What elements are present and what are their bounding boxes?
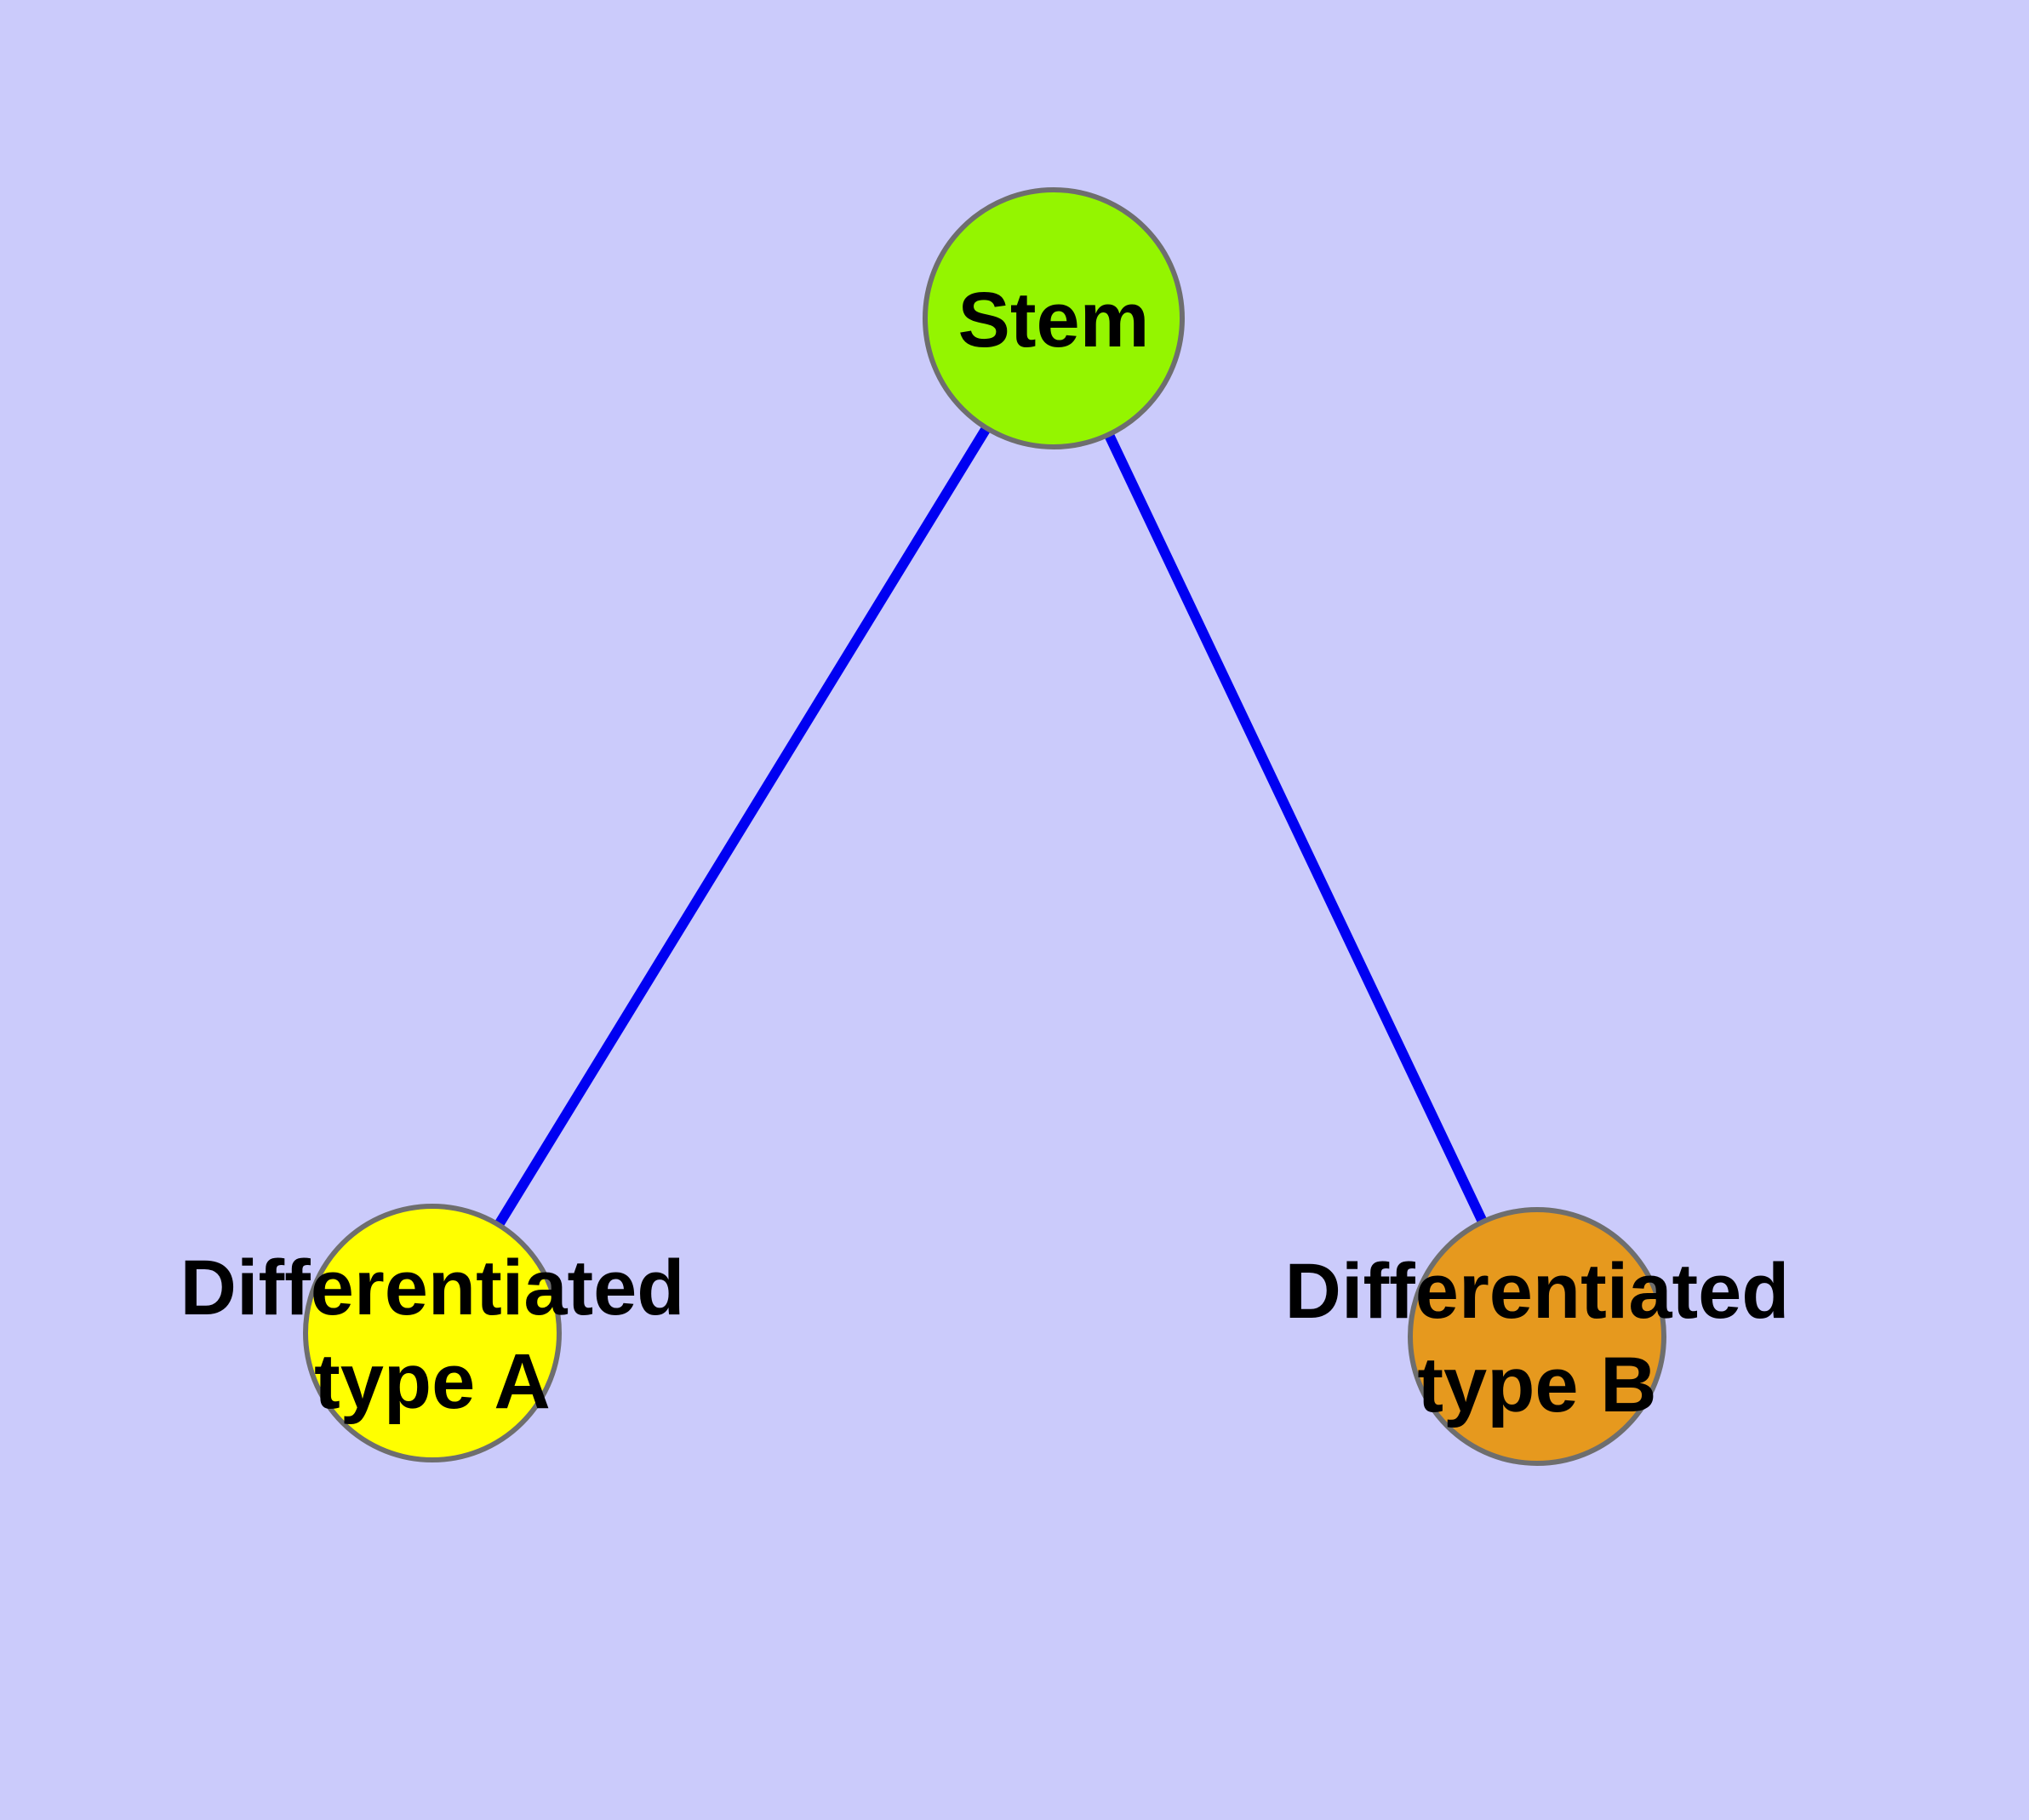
node-type-a-label-line2: type A [314,1338,551,1425]
edge-stem-to-type-a [427,315,1059,1336]
node-stem-label: Stem [958,277,1150,363]
edge-stem-to-type-b [1049,316,1542,1339]
node-differentiated-type-a [303,1204,562,1462]
node-differentiated-type-b [1408,1207,1666,1466]
node-type-a-label-line1: Differentiated [180,1245,685,1331]
node-type-b-label-line1: Differentiated [1285,1248,1790,1335]
node-type-b-label-line2: type B [1417,1342,1656,1428]
node-stem [923,187,1185,449]
